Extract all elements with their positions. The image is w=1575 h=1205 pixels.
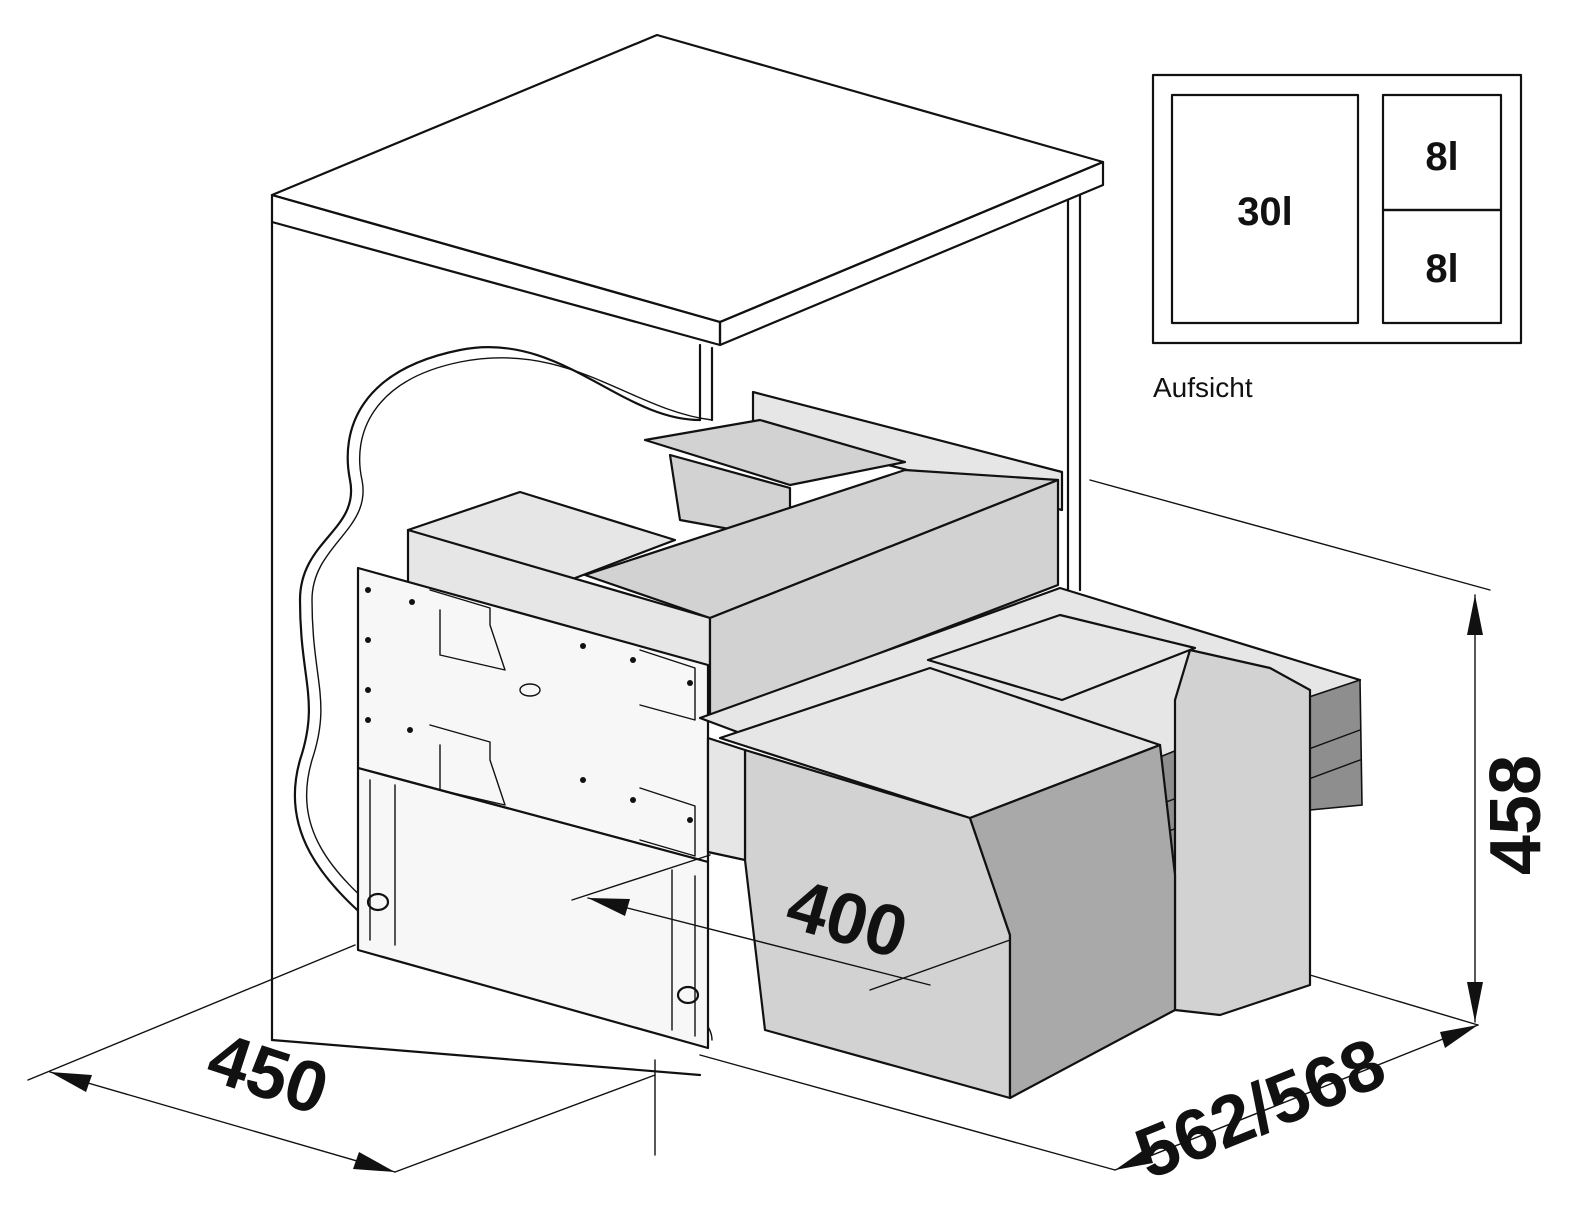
top-view-caption: Aufsicht [1153,372,1253,403]
top-view-frame [1151,73,1523,345]
dimension-450-label: 450 [198,1018,337,1131]
dimension-458: 458 [1089,479,1556,1023]
countertop-side-edge [718,160,1105,347]
countertop-top [270,33,1105,324]
dimension-458-label: 458 [1476,755,1556,875]
capacity-label-30l: 30l [1237,190,1293,234]
top-view-compartment-small-2 [1381,208,1503,325]
countertop-front-edge [270,193,722,347]
top-view-inset: 30l 8l 8l Aufsicht [1151,73,1523,403]
rear-bin-right [1173,648,1312,1017]
dimension-562-568-label: 562/568 [1125,1023,1396,1195]
top-view-compartment-large [1170,93,1360,325]
upper-bin-rear [643,418,907,487]
capacity-label-8l-top: 8l [1425,135,1458,179]
front-panel [356,566,710,1050]
upper-drawer-side [708,478,1060,720]
rear-bins [926,613,1312,1017]
capacity-label-8l-bottom: 8l [1425,247,1458,291]
large-bin-side [968,743,1177,1100]
large-bin [706,666,1177,1100]
front-panel-lower [356,766,710,1050]
